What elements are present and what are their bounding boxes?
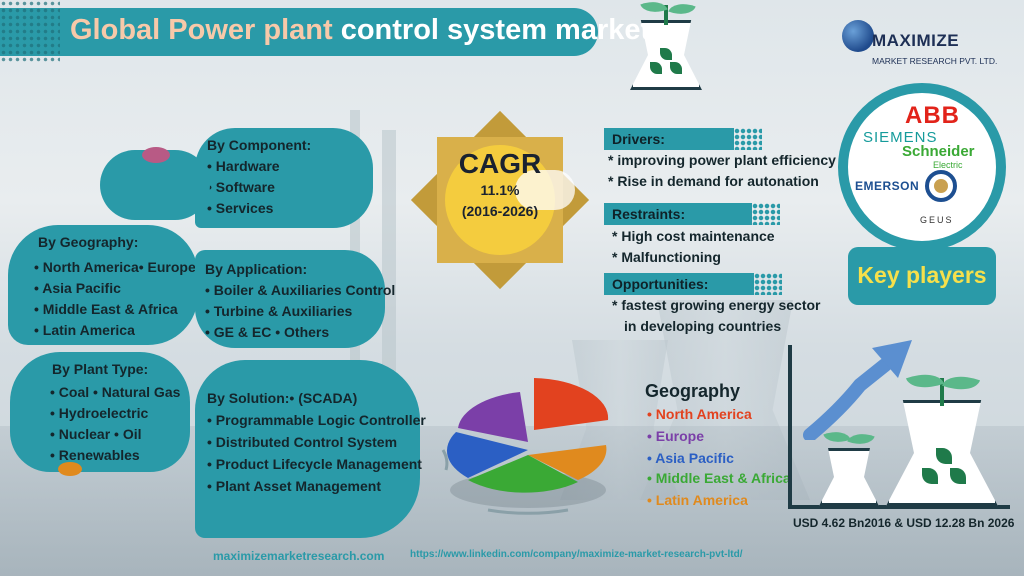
pie-slice-europe	[458, 392, 528, 442]
opportunity-item: * fastest growing energy sector	[612, 297, 821, 313]
driver-item: * Rise in demand for autonation	[608, 173, 819, 189]
geography-item: • North America• Europe	[34, 259, 196, 275]
title-dots-decoration	[0, 0, 60, 64]
schneider-electric-logo: Electric	[933, 160, 963, 170]
cloud-icon	[515, 170, 575, 210]
pie-slice-latin-america	[528, 445, 607, 480]
plant-type-item: • Nuclear • Oil	[50, 426, 142, 442]
emerson-logo: EMERSON	[855, 179, 920, 193]
restraint-item: * Malfunctioning	[612, 249, 721, 265]
application-bubble: By Application: • Boiler & Auxiliaries C…	[195, 250, 395, 348]
component-item: • Hardware	[207, 158, 280, 174]
page-title: Global Power plant control system market	[70, 14, 650, 47]
market-size-label: USD 4.62 Bn2016 & USD 12.28 Bn 2026	[793, 516, 1015, 530]
key-players-banner	[848, 247, 996, 305]
geus-logo-icon	[925, 170, 957, 202]
geography-legend-item: • North America	[647, 406, 752, 422]
geography-item: • Asia Pacific	[34, 280, 121, 296]
abb-logo: ABB	[905, 102, 960, 129]
growth-axis-x	[788, 505, 1010, 509]
plant-type-bubble: By Plant Type: • Coal • Natural Gas • Hy…	[10, 352, 190, 472]
siemens-logo: SIEMENS	[863, 129, 938, 146]
footer-linkedin-link[interactable]: https://www.linkedin.com/company/maximiz…	[410, 549, 743, 560]
application-item: • Turbine & Auxiliaries	[205, 303, 353, 319]
pie-slice-north-america	[534, 378, 609, 430]
geography-legend-item: • Latin America	[647, 492, 748, 508]
application-heading: By Application:	[205, 261, 308, 277]
solution-heading: By Solution:• (SCADA)	[207, 390, 358, 406]
plant-type-heading: By Plant Type:	[52, 361, 149, 377]
component-heading: By Component:	[207, 137, 312, 153]
solution-item: • Programmable Logic Controller	[207, 412, 426, 428]
geography-legend-item: • Asia Pacific	[647, 450, 734, 466]
solution-item: • Distributed Control System	[207, 434, 398, 450]
geography-bubble: By Geography: • North America• Europe • …	[8, 225, 198, 345]
growth-power-plant-icon	[878, 366, 1008, 508]
tag-decoration	[754, 273, 782, 295]
application-item: • GE & EC • Others	[205, 324, 330, 340]
footer-website-link[interactable]: maximizemarketresearch.com	[213, 549, 385, 563]
pie-slice-middle-east-africa	[468, 455, 578, 493]
geography-item: • Middle East & Africa	[34, 301, 178, 317]
geography-item: • Latin America	[34, 322, 135, 338]
plant-type-item: • Coal • Natural Gas	[50, 384, 181, 400]
growth-arrow-icon	[803, 340, 912, 440]
geography-heading: By Geography:	[38, 234, 139, 250]
drivers-label: Drivers:	[604, 128, 734, 150]
component-bubble: By Component: • Hardware • Software • Se…	[195, 128, 373, 228]
component-item: • Software	[207, 179, 275, 195]
geography-legend-item: • Europe	[647, 428, 705, 444]
title-part-1: Global Power plant	[70, 14, 333, 46]
logo-globe-icon	[842, 20, 874, 52]
bg-chimney	[382, 130, 396, 430]
opportunity-item: in developing countries	[624, 318, 782, 334]
tag-decoration	[734, 128, 762, 150]
plant-type-item: • Renewables	[50, 447, 140, 463]
driver-item: * improving power plant efficiency	[608, 152, 836, 168]
bubble-dot-decoration	[58, 462, 82, 476]
cagr-years: (2016-2026)	[461, 203, 539, 219]
bubble-dot-decoration	[142, 147, 170, 163]
geography-title: Geography	[645, 381, 741, 401]
power-plant-icon	[620, 0, 716, 92]
geus-logo-dot	[934, 179, 948, 193]
schneider-logo: Schneider	[902, 143, 975, 160]
pie-slice-asia-pacific	[446, 432, 528, 478]
restraint-item: * High cost maintenance	[612, 228, 775, 244]
opportunities-label: Opportunities:	[604, 273, 754, 295]
pie-arrow-bottom	[487, 508, 569, 515]
tag-decoration	[752, 203, 780, 225]
geus-logo: GEUS	[920, 215, 954, 225]
cagr-title: CAGR	[458, 148, 542, 179]
title-banner	[0, 8, 598, 56]
geography-legend-item: • Middle East & Africa	[647, 470, 791, 486]
pie-arrow-left	[441, 449, 449, 471]
logo-subtitle: MARKET RESEARCH PVT. LTD.	[872, 56, 998, 66]
title-part-2: control system market	[340, 14, 651, 46]
restraints-label: Restraints:	[604, 203, 752, 225]
growth-axis-y	[788, 345, 792, 508]
solution-bubble: By Solution:• (SCADA) • Programmable Log…	[195, 360, 426, 538]
solution-item: • Product Lifecycle Management	[207, 456, 422, 472]
key-players-logo-circle	[838, 83, 1006, 251]
component-item: • Services	[207, 200, 274, 216]
cagr-badge	[410, 110, 590, 290]
geography-pie-illustration	[441, 378, 609, 515]
application-item: • Boiler & Auxiliaries Control	[205, 282, 396, 298]
plant-type-item: • Hydroelectric	[50, 405, 149, 421]
growth-power-plant-icon-small	[815, 426, 885, 508]
cagr-value: 11.1%	[480, 182, 520, 198]
solution-item: • Plant Asset Management	[207, 478, 381, 494]
key-players-label: Key players	[857, 262, 987, 288]
logo-name: MAXIMIZE	[872, 31, 960, 50]
